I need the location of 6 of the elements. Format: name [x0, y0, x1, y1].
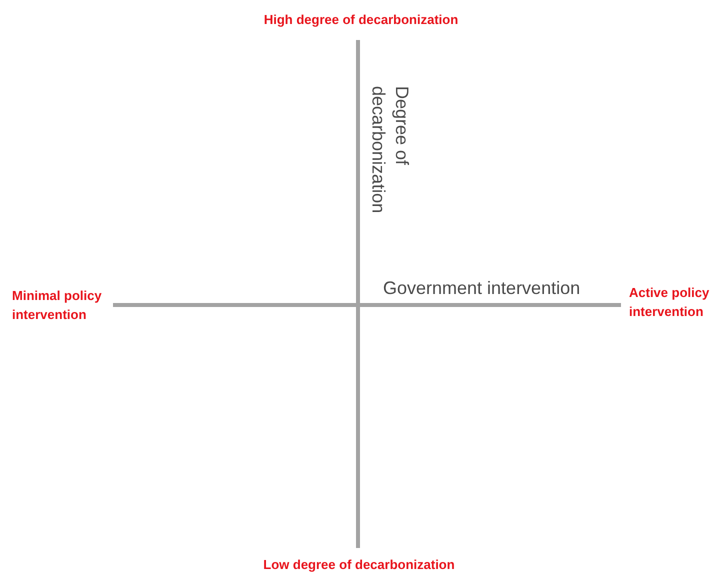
axis-title: Government intervention — [383, 277, 580, 300]
axis-end-label: High degree of decarbonization — [262, 11, 460, 29]
axis-title: Degree of decarbonization — [367, 86, 413, 216]
axis-end-label: Active policy intervention — [629, 284, 710, 321]
axis-end-label: Low degree of decarbonization — [262, 556, 456, 574]
axis-end-label: Minimal policy intervention — [12, 287, 103, 324]
